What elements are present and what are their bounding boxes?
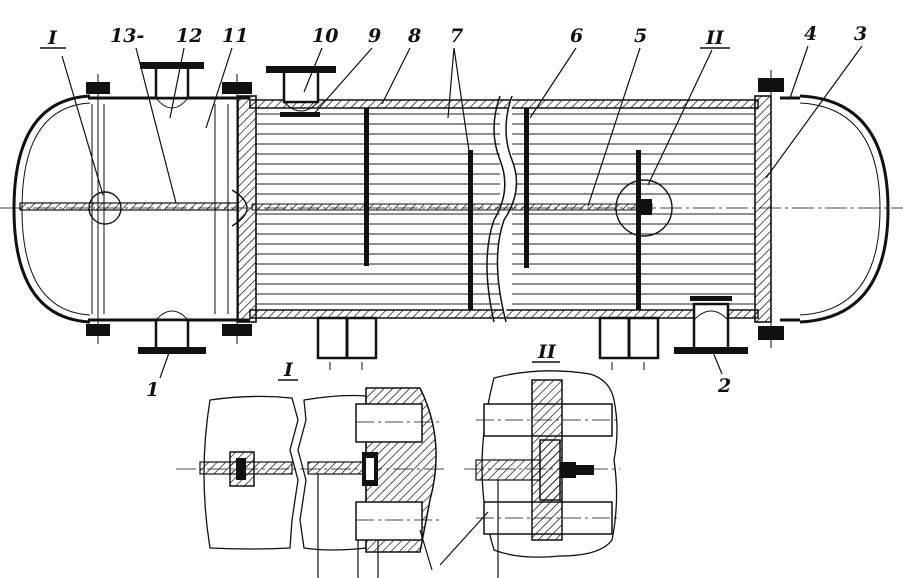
right-head <box>799 94 890 324</box>
label-3: 3 <box>854 23 867 45</box>
right-tube-sheet <box>754 95 772 323</box>
label-13: 13- <box>110 25 144 47</box>
label-10: 10 <box>312 25 338 47</box>
baffles <box>364 108 641 310</box>
label-4: 4 <box>804 23 817 45</box>
left-head <box>12 94 91 324</box>
label-9: 9 <box>368 25 381 47</box>
nozzle-2 <box>674 296 748 354</box>
label-8: 8 <box>407 25 421 47</box>
label-callout-II: II <box>705 27 725 49</box>
nozzle-12 <box>140 62 204 109</box>
detail-I <box>176 387 444 578</box>
tie-rod <box>251 199 653 215</box>
label-2: 2 <box>717 375 731 397</box>
label-5: 5 <box>634 25 647 47</box>
label-11: 11 <box>222 25 248 47</box>
support-right <box>598 316 660 370</box>
label-12: 12 <box>176 25 202 47</box>
label-6: 6 <box>570 25 583 47</box>
vessel <box>0 62 903 370</box>
partition-plate <box>19 202 239 211</box>
leader-lines <box>61 45 863 379</box>
nozzle-10 <box>266 66 336 117</box>
label-callout-I: I <box>47 27 58 49</box>
detail-II-title: II <box>537 341 557 363</box>
detail-I-title: I <box>283 359 294 381</box>
part-labels: I 13- 12 11 10 9 8 7 6 5 II 4 3 1 2 I II <box>40 23 867 401</box>
nozzle-1 <box>138 310 206 354</box>
tube-bundle <box>256 113 755 305</box>
support-left <box>316 316 378 370</box>
break-line <box>496 95 518 323</box>
label-7: 7 <box>450 25 463 47</box>
label-1: 1 <box>146 379 159 401</box>
detail-II <box>439 370 620 578</box>
